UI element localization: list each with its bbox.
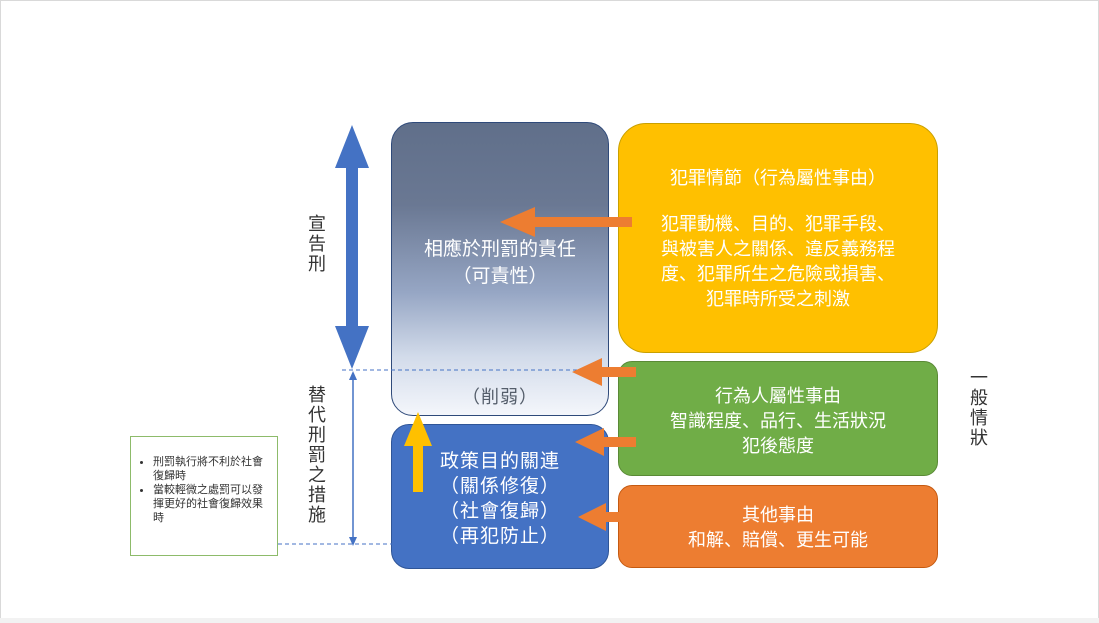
alternative-range-arrowhead-top xyxy=(349,371,357,380)
policy-text: 政策目的關連 （關係修復） （社會復歸） （再犯防止） xyxy=(392,449,608,549)
crime-line2: 與被害人之關係、違反義務程 xyxy=(661,239,895,260)
sentence-label: 宣告刑 xyxy=(305,214,326,274)
alternative-measures-label: 替代刑罰之措施 xyxy=(305,385,326,525)
actor-line3: 犯後態度 xyxy=(742,436,814,457)
sentence-range-double-arrow xyxy=(335,125,369,369)
crime-title: 犯罪情節（行為屬性事由） xyxy=(670,168,886,189)
crime-circumstances-box: 犯罪情節（行為屬性事由） 犯罪動機、目的、犯罪手段、 與被害人之關係、違反義務程… xyxy=(618,123,938,353)
general-circumstances-label: 一般情狀 xyxy=(967,368,988,448)
policy-up-arrow xyxy=(404,412,432,492)
responsibility-box: 相應於刑罰的責任 （可責性） （削弱） xyxy=(391,122,609,416)
policy-line1: 政策目的關連 xyxy=(439,450,560,472)
actor-line2: 智識程度、品行、生活狀況 xyxy=(670,411,886,432)
note-box: 刑罰執行將不利於社會復歸時 當較輕微之處罰可以發揮更好的社會復歸效果時 xyxy=(130,436,278,556)
alternative-range-arrowhead-bottom xyxy=(349,537,357,546)
responsibility-title-line2: （可責性） xyxy=(452,265,548,287)
note-item-1: 刑罰執行將不利於社會復歸時 xyxy=(153,455,271,483)
policy-line3: （社會復歸） xyxy=(439,500,560,522)
responsibility-weaken-label: （削弱） xyxy=(462,387,538,408)
policy-line2: （關係修復） xyxy=(439,475,560,497)
responsibility-title: 相應於刑罰的責任 （可責性） xyxy=(392,236,608,290)
other-line2: 和解、賠償、更生可能 xyxy=(688,530,868,551)
crime-line1: 犯罪動機、目的、犯罪手段、 xyxy=(661,214,895,235)
bottom-bar xyxy=(0,618,1099,623)
crime-to-responsibility-arrow xyxy=(500,207,632,237)
actor-to-weaken-arrow xyxy=(572,358,636,386)
responsibility-title-line1: 相應於刑罰的責任 xyxy=(423,238,576,260)
policy-line4: （再犯防止） xyxy=(439,525,560,547)
note-item-2: 當較輕微之處罰可以發揮更好的社會復歸效果時 xyxy=(153,483,271,525)
actor-to-policy-arrow xyxy=(575,428,636,456)
note-list: 刑罰執行將不利於社會復歸時 當較輕微之處罰可以發揮更好的社會復歸效果時 xyxy=(131,437,277,525)
other-text: 其他事由 和解、賠償、更生可能 xyxy=(619,503,937,553)
actor-attributes-box: 行為人屬性事由 智識程度、品行、生活狀況 犯後態度 xyxy=(618,361,938,476)
other-line1: 其他事由 xyxy=(742,505,814,526)
other-to-policy-arrow xyxy=(578,503,632,531)
crime-line4: 犯罪時所受之刺激 xyxy=(706,289,850,310)
actor-line1: 行為人屬性事由 xyxy=(715,386,841,407)
actor-text: 行為人屬性事由 智識程度、品行、生活狀況 犯後態度 xyxy=(619,384,937,459)
other-factors-box: 其他事由 和解、賠償、更生可能 xyxy=(618,485,938,568)
crime-body: 犯罪動機、目的、犯罪手段、 與被害人之關係、違反義務程 度、犯罪所生之危險或損害… xyxy=(637,212,919,312)
crime-line3: 度、犯罪所生之危險或損害、 xyxy=(661,264,895,285)
policy-box: 政策目的關連 （關係修復） （社會復歸） （再犯防止） xyxy=(391,424,609,569)
